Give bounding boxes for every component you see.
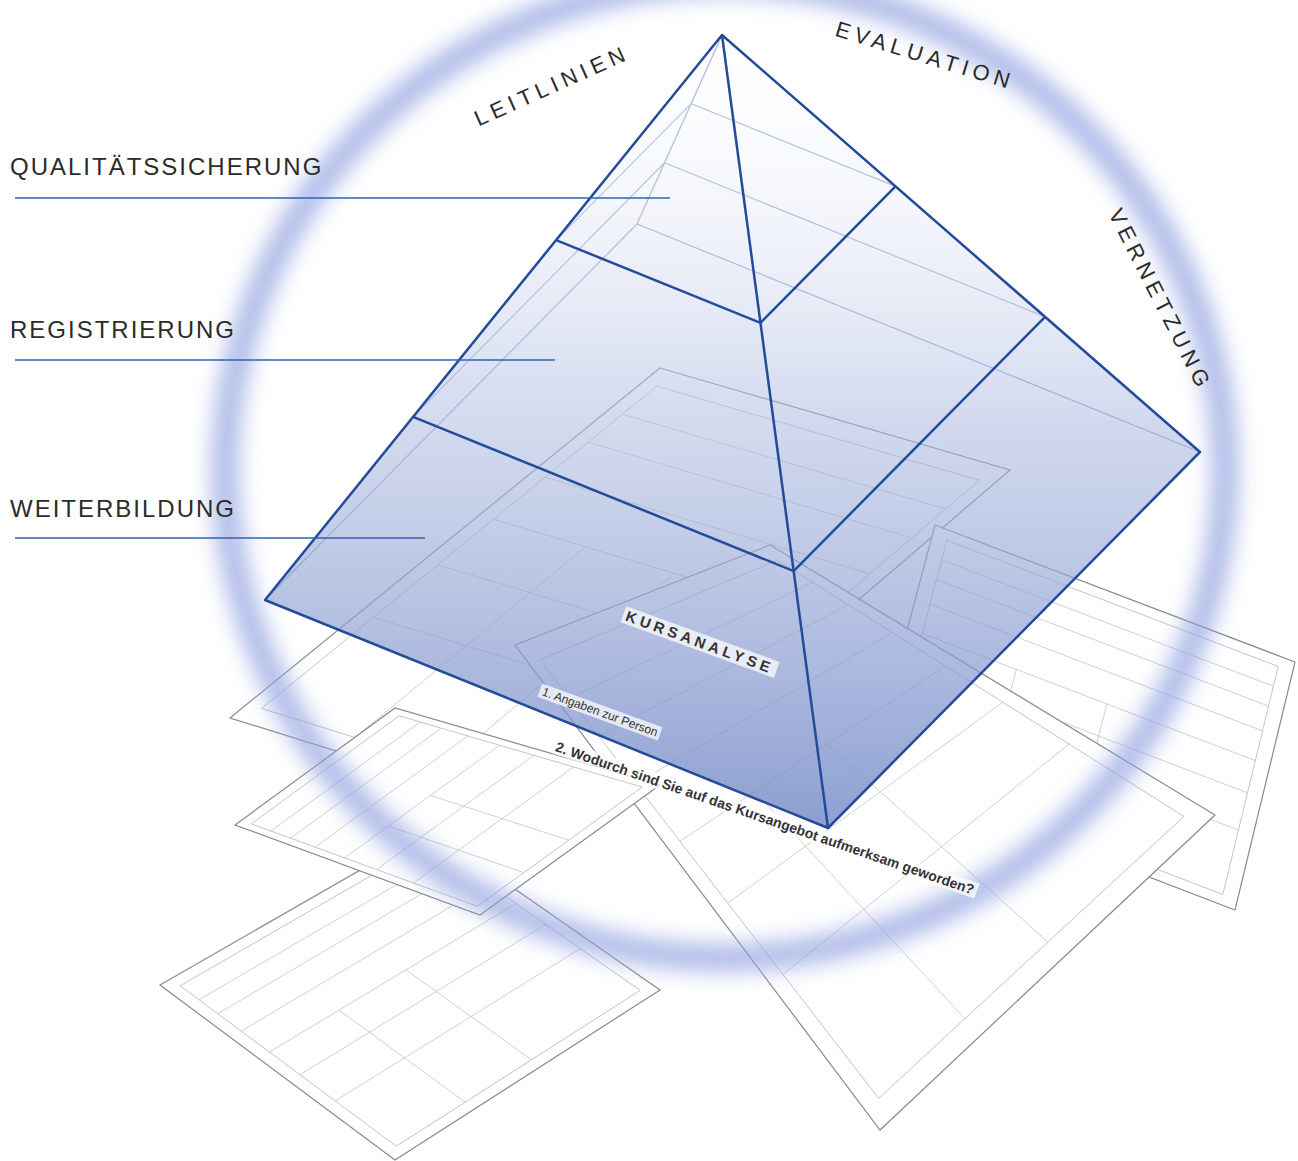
pyramid-edge xyxy=(722,35,828,828)
sheet-rule xyxy=(269,904,515,1052)
leader-line xyxy=(15,359,555,361)
pyramid-face xyxy=(722,35,1200,828)
layer-label: QUALITÄTSSICHERUNG xyxy=(10,155,323,179)
sheet-rule xyxy=(431,795,569,840)
layer-edge xyxy=(413,317,1045,571)
layer-label: WEITERBILDUNG xyxy=(10,497,236,521)
sheet-rule xyxy=(241,884,488,1031)
sheet-rule xyxy=(406,970,531,1060)
layer-edge xyxy=(556,186,895,322)
arc-label: LEITLINIEN xyxy=(471,42,633,130)
sheet-rule xyxy=(339,1010,465,1102)
sheet-rule xyxy=(300,925,546,1075)
leader-line xyxy=(15,197,670,199)
pyramid-outline xyxy=(265,35,1200,828)
pyramid xyxy=(265,35,1200,828)
sheet-rule xyxy=(335,949,580,1101)
leader-line xyxy=(15,537,425,539)
layer-label: REGISTRIERUNG xyxy=(10,318,236,342)
glow-ring xyxy=(225,0,1225,958)
